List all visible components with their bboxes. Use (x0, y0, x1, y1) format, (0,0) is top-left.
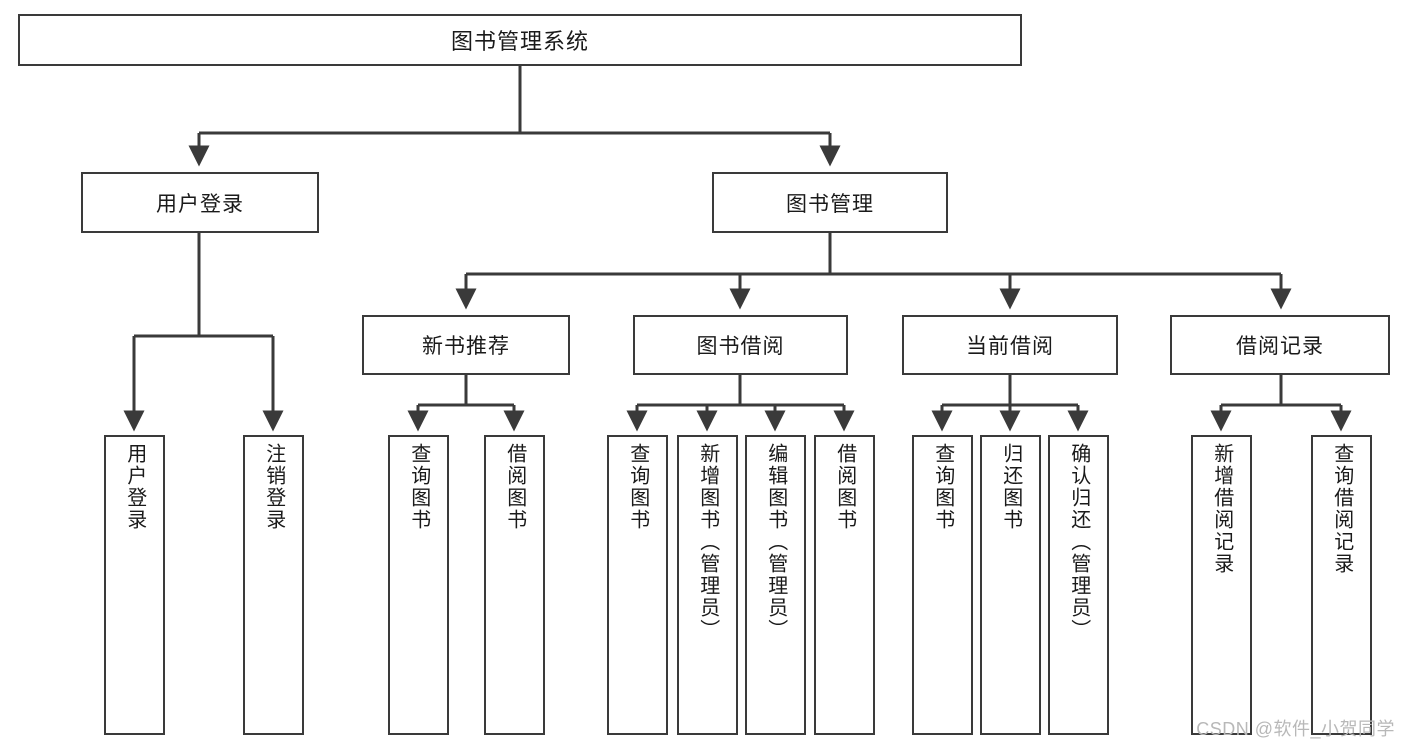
leaf-book-borrow-borrow[interactable]: 借阅图书 (814, 435, 875, 735)
node-user-login[interactable]: 用户登录 (81, 172, 319, 233)
node-label: 借阅图书 (503, 443, 526, 531)
node-label: 借阅图书 (833, 443, 856, 531)
leaf-user-login-login[interactable]: 用户登录 (104, 435, 165, 735)
node-label: 查询图书 (407, 443, 430, 531)
node-book-management[interactable]: 图书管理 (712, 172, 948, 233)
leaf-current-borrow-confirm-admin[interactable]: 确认归还（管理员） (1048, 435, 1109, 735)
node-label: 新书推荐 (422, 335, 510, 358)
node-label: 用户登录 (123, 443, 146, 531)
leaf-new-book-borrow[interactable]: 借阅图书 (484, 435, 545, 735)
node-label: 编辑图书（管理员） (764, 443, 787, 641)
node-label: 借阅记录 (1236, 335, 1324, 358)
leaf-current-borrow-query[interactable]: 查询图书 (912, 435, 973, 735)
node-current-borrow[interactable]: 当前借阅 (902, 315, 1118, 375)
leaf-book-borrow-edit-admin[interactable]: 编辑图书（管理员） (745, 435, 806, 735)
node-label: 查询借阅记录 (1330, 443, 1353, 575)
node-label: 图书管理系统 (450, 29, 589, 54)
leaf-new-book-query[interactable]: 查询图书 (388, 435, 449, 735)
node-label: 图书借阅 (696, 335, 785, 358)
leaf-book-borrow-add-admin[interactable]: 新增图书（管理员） (677, 435, 738, 735)
node-label: 新增图书（管理员） (696, 443, 719, 641)
watermark-text: CSDN @软件_小贺同学 (1196, 719, 1395, 739)
node-label: 新增借阅记录 (1210, 443, 1233, 575)
leaf-book-borrow-query[interactable]: 查询图书 (607, 435, 668, 735)
leaf-borrow-record-add[interactable]: 新增借阅记录 (1191, 435, 1252, 735)
leaf-user-login-logout[interactable]: 注销登录 (243, 435, 304, 735)
node-label: 图书管理 (786, 192, 874, 216)
node-label: 注销登录 (262, 443, 285, 531)
node-label: 查询图书 (626, 443, 649, 531)
node-book-borrow[interactable]: 图书借阅 (633, 315, 848, 375)
leaf-borrow-record-query[interactable]: 查询借阅记录 (1311, 435, 1372, 735)
node-label: 查询图书 (931, 443, 954, 531)
node-root-system[interactable]: 图书管理系统 (18, 14, 1022, 66)
leaf-current-borrow-return[interactable]: 归还图书 (980, 435, 1041, 735)
node-label: 用户登录 (156, 192, 244, 216)
node-label: 当前借阅 (966, 335, 1054, 358)
node-new-book-recommend[interactable]: 新书推荐 (362, 315, 570, 375)
node-label: 确认归还（管理员） (1067, 443, 1090, 641)
node-borrow-record[interactable]: 借阅记录 (1170, 315, 1390, 375)
node-label: 归还图书 (999, 443, 1022, 531)
